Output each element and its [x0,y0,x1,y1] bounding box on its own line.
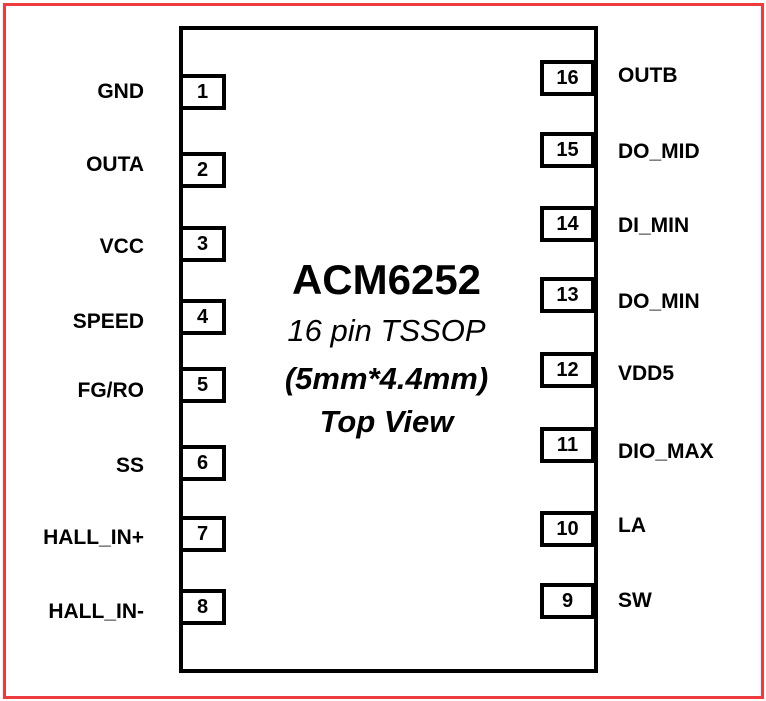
diagram-frame [3,3,764,699]
view-label: Top View [319,404,454,439]
dimensions-label: (5mm*4.4mm) [284,361,489,396]
pin-label-10: LA [618,514,646,537]
pin-label-2: OUTA [86,153,144,176]
pin-1: 1 [179,74,226,110]
pin-7: 7 [179,516,226,552]
package-label: 16 pin TSSOP [287,313,486,348]
pin-label-9: SW [618,589,652,612]
pin-13: 13 [540,277,595,313]
pin-8: 8 [179,589,226,625]
pin-label-5: FG/RO [77,379,145,402]
pin-9: 9 [540,583,595,619]
pin-label-11: DIO_MAX [618,440,714,463]
pin-2: 2 [179,152,226,188]
pin-label-7: HALL_IN+ [43,526,144,549]
pin-3: 3 [179,226,226,262]
pin-label-15: DO_MID [618,140,700,163]
pin-4: 4 [179,299,226,335]
pin-label-8: HALL_IN- [48,600,144,623]
chip-body [179,26,598,673]
pin-15: 15 [540,132,595,168]
pin-12: 12 [540,352,595,388]
pin-11: 11 [540,427,595,463]
pin-16: 16 [540,60,595,96]
pin-label-4: SPEED [72,310,144,333]
pin-label-13: DO_MIN [618,290,700,313]
pin-label-16: OUTB [618,64,678,87]
pin-label-14: DI_MIN [618,214,690,237]
pin-10: 10 [540,511,595,547]
pin-label-1: GND [97,80,144,103]
pin-label-3: VCC [99,235,144,258]
chip-title: ACM6252 [291,256,482,303]
pin-label-6: SS [115,454,144,477]
pin-5: 5 [179,367,226,403]
pin-label-12: VDD5 [618,362,675,385]
pin-14: 14 [540,206,595,242]
pin-6: 6 [179,445,226,481]
